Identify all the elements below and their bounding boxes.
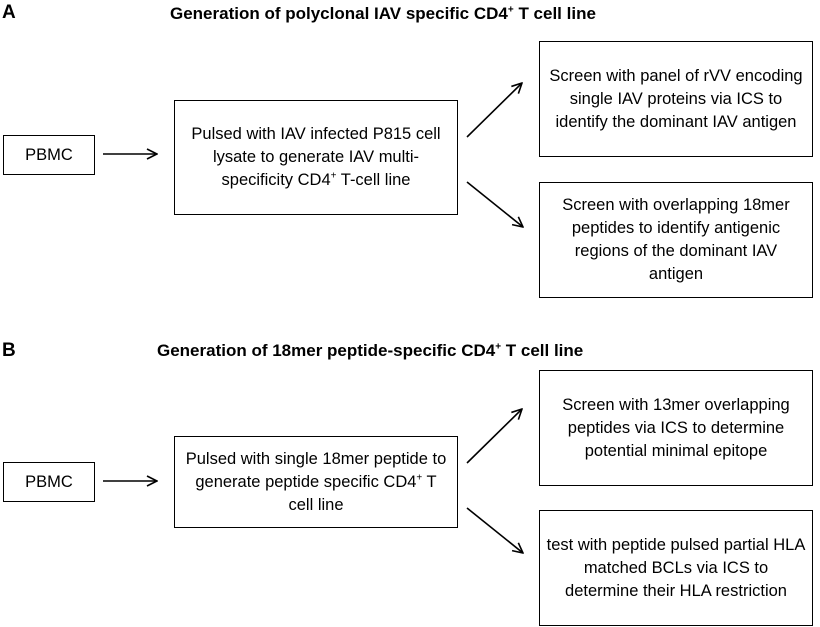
panel-a-top-box: Screen with panel of rVV encoding single… bbox=[539, 41, 813, 157]
panel-b-middle-line-3-post: T cell line bbox=[288, 472, 437, 514]
panel-a-bottom-text: Screen with overlapping 18mer peptides t… bbox=[546, 194, 806, 286]
panel-a-bottom-line-2: 18mer peptides to identify bbox=[571, 196, 790, 237]
panel-b-title-text: Generation of 18mer peptide-specific CD4 bbox=[157, 341, 496, 360]
arrow-a-middle-to-top bbox=[466, 83, 522, 138]
panel-a-pbmc-text: PBMC bbox=[25, 145, 73, 164]
arrow-b-middle-to-bottom bbox=[466, 507, 523, 553]
panel-b-title-end: T cell line bbox=[501, 341, 584, 360]
panel-a-title-end: T cell line bbox=[513, 4, 596, 23]
panel-a-middle-line-1: Pulsed with IAV infected P815 bbox=[191, 125, 412, 143]
panel-b-middle-line-1: Pulsed with single 18mer bbox=[185, 449, 370, 468]
panel-b-title-sup: + bbox=[495, 341, 502, 353]
panel-b-top-line-3: to determine potential bbox=[584, 418, 785, 460]
panel-b-top-line-1: Screen with 13mer bbox=[562, 395, 700, 414]
panel-b-middle-text: Pulsed with single 18mer peptide to gene… bbox=[181, 448, 451, 517]
arrow-b-middle-to-top bbox=[466, 409, 522, 464]
panel-b-bottom-line-2: partial HLA matched BCLs via bbox=[583, 535, 806, 577]
panel-a-label: A bbox=[2, 2, 16, 23]
panel-b-bottom-line-3: ICS to determine their HLA bbox=[565, 558, 769, 600]
panel-b-bottom-line-4: restriction bbox=[715, 581, 787, 600]
panel-a-middle-box: Pulsed with IAV infected P815 cell lysat… bbox=[174, 100, 458, 215]
panel-b-middle-line-3: specific CD4+ T cell line bbox=[288, 473, 436, 514]
panel-b-middle-line-3-pre: specific CD4 bbox=[323, 472, 417, 491]
panel-a-bottom-line-4: dominant IAV antigen bbox=[648, 242, 778, 283]
panel-a-top-line-3: via ICS to identify the bbox=[555, 89, 783, 131]
panel-a-top-line-1: Screen with panel of rVV bbox=[549, 66, 732, 85]
panel-b-top-box: Screen with 13mer overlapping peptides v… bbox=[539, 370, 813, 486]
panel-b-label: B bbox=[2, 340, 16, 361]
panel-b-bottom-box: test with peptide pulsed partial HLA mat… bbox=[539, 510, 813, 626]
panel-a-middle-line-3: multi-specificity CD4+ T-cell bbox=[222, 148, 420, 189]
panel-b-top-text: Screen with 13mer overlapping peptides v… bbox=[546, 394, 806, 463]
panel-b-pbmc-text: PBMC bbox=[25, 472, 73, 491]
panel-b-bottom-text: test with peptide pulsed partial HLA mat… bbox=[546, 534, 806, 603]
panel-b-top-line-2: overlapping peptides via ICS bbox=[567, 395, 790, 437]
panel-a-bottom-line-1: Screen with overlapping bbox=[562, 196, 739, 214]
panel-a-title-text: Generation of polyclonal IAV specific CD… bbox=[170, 4, 508, 23]
panel-a-bottom-line-3: antigenic regions of the bbox=[574, 219, 781, 260]
panel-a-middle-line-3-post: T-cell bbox=[336, 171, 381, 189]
panel-b-bottom-line-1: test with peptide pulsed bbox=[546, 535, 720, 554]
panel-a-middle-line-4: line bbox=[384, 171, 411, 189]
panel-a-title: Generation of polyclonal IAV specific CD… bbox=[170, 4, 596, 24]
panel-a-top-text: Screen with panel of rVV encoding single… bbox=[546, 65, 806, 134]
panel-b-middle-line-2: peptide to generate peptide bbox=[195, 449, 447, 491]
panel-b-title: Generation of 18mer peptide-specific CD4… bbox=[157, 341, 583, 361]
panel-a-title-sup: + bbox=[507, 4, 514, 16]
panel-a-middle-text: Pulsed with IAV infected P815 cell lysat… bbox=[181, 123, 451, 192]
panel-a-pbmc-box: PBMC bbox=[3, 135, 95, 175]
panel-a-middle-line-3-pre: multi-specificity CD4 bbox=[221, 148, 420, 189]
panel-a-top-line-4: dominant IAV antigen bbox=[639, 112, 797, 131]
panel-b-top-line-4: minimal epitope bbox=[651, 441, 768, 460]
panel-a-top-line-2: encoding single IAV proteins bbox=[569, 66, 803, 108]
panel-a-bottom-box: Screen with overlapping 18mer peptides t… bbox=[539, 182, 813, 298]
panel-b-pbmc-box: PBMC bbox=[3, 462, 95, 502]
panel-a-middle-line-2: cell lysate to generate IAV bbox=[212, 125, 441, 166]
panel-b-middle-box: Pulsed with single 18mer peptide to gene… bbox=[174, 436, 458, 528]
panel-b-middle-line-3-sup: + bbox=[416, 472, 423, 483]
panel-a-middle-line-3-sup: + bbox=[330, 170, 337, 182]
arrow-a-middle-to-bottom bbox=[466, 181, 523, 227]
